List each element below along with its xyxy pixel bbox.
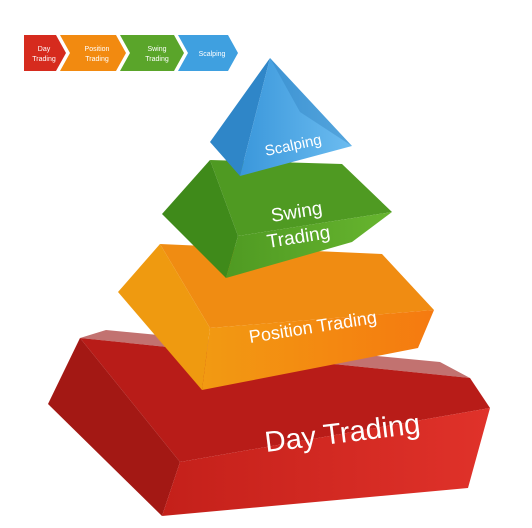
tier-scalping: Scalping [210,58,352,176]
legend-chevron-day: Day Trading [24,35,66,71]
legend-position-line1: Position [85,46,110,53]
legend-swing-line1: Swing [147,46,166,53]
legend-chevron-position: Position Trading [60,35,126,71]
legend-swing-line2: Trading [145,56,169,63]
legend-day-line2: Trading [32,56,56,63]
tier-swing-trading: Swing Trading [162,160,392,278]
legend-chevron-scalping: Scalping [178,35,238,71]
legend-position-line2: Trading [85,56,109,63]
tier-position-trading: Position Trading [118,244,434,390]
tier-day-trading: Day Trading [48,330,490,516]
legend-chevrons: Day Trading Position Trading Swing Tradi… [24,35,238,71]
legend-day-line1: Day [38,46,51,53]
legend-scalping-line1: Scalping [199,51,226,58]
legend-chevron-swing: Swing Trading [120,35,184,71]
